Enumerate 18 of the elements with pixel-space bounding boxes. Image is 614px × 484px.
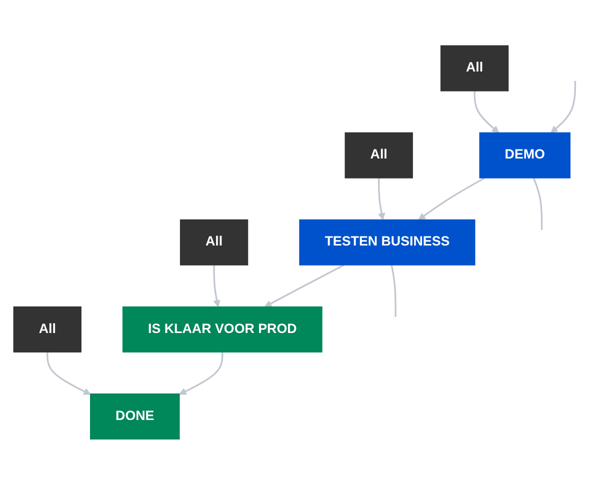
node-box: IS KLAAR VOOR PROD (122, 306, 322, 352)
arrow (213, 264, 220, 307)
arrow (179, 352, 224, 394)
arrow (550, 80, 576, 133)
node-box: All (344, 132, 413, 178)
arrow (264, 264, 344, 307)
arrow (46, 352, 91, 394)
connector (390, 264, 396, 316)
arrow (378, 178, 386, 220)
node-box: TESTEN BUSINESS (299, 218, 476, 266)
connector (532, 177, 543, 230)
arrow (418, 176, 486, 220)
arrow (474, 90, 500, 133)
node-box: All (13, 306, 82, 352)
node-box: All (440, 44, 509, 91)
node-box: DONE (90, 393, 180, 440)
node-box: All (180, 218, 248, 266)
node-box: DEMO (479, 132, 570, 178)
